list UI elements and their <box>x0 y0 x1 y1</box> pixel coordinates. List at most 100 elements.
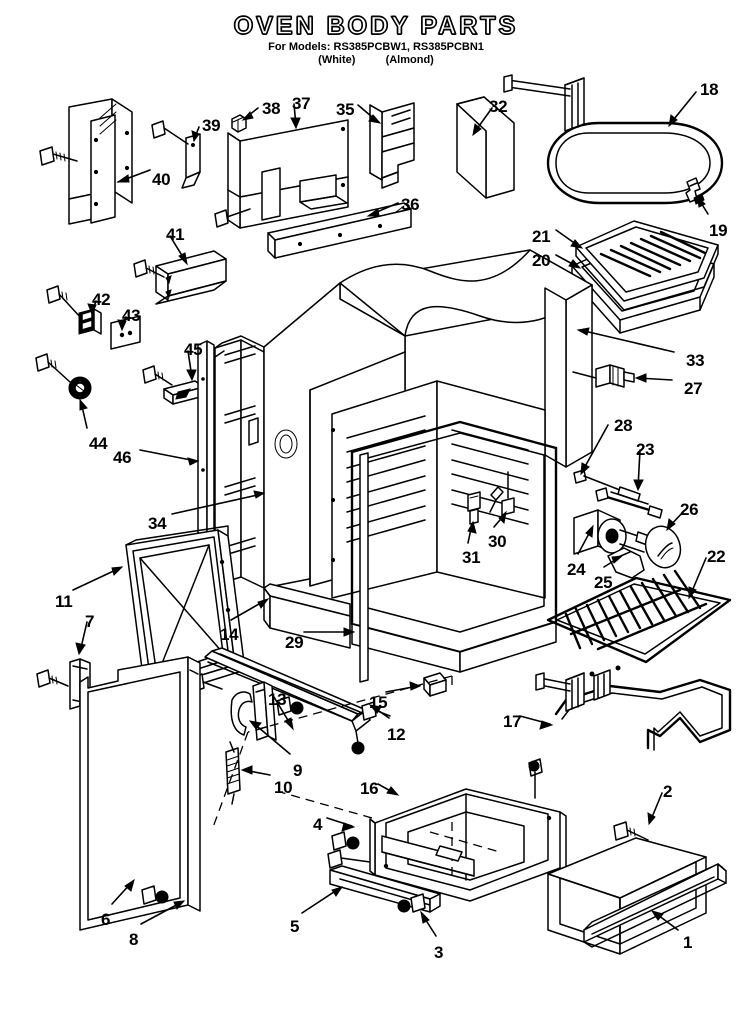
part-25-latch-cam-lever <box>608 548 644 578</box>
callout-21: 21 <box>532 227 551 246</box>
callout-29: 29 <box>285 633 304 652</box>
model-number-2: RS385PCBN1 <box>412 40 484 53</box>
callout-20: 20 <box>532 251 551 270</box>
part-29-oven-front-frame <box>347 422 556 682</box>
part-34-side-trim-panel <box>215 336 264 588</box>
part-40-screw <box>40 147 77 165</box>
part-41-screw <box>134 260 164 277</box>
callout-41: 41 <box>166 225 185 244</box>
part-30-rack-stop-screw <box>490 472 514 515</box>
part-24-door-latch-motor <box>574 510 658 556</box>
leader-lines <box>73 92 708 936</box>
part-16-storage-drawer-body <box>370 789 566 901</box>
models-label: For Models: <box>268 40 331 53</box>
part-17-bake-element <box>536 666 730 750</box>
part-31-oven-cavity-spacer <box>468 492 480 524</box>
part-23-latch-rod <box>596 488 662 518</box>
callout-38: 38 <box>262 99 281 118</box>
part-4-drawer-glide-screw <box>328 832 370 868</box>
part-16-screw-top <box>529 759 542 798</box>
callout-8: 8 <box>129 930 139 949</box>
page-title: OVEN BODY PARTS <box>233 12 519 40</box>
part-22-oven-rack <box>548 571 730 662</box>
part-45-hinge-receiver-clip <box>164 381 204 404</box>
title-block: OVEN BODY PARTS For Models: RS385PCBW1, … <box>0 12 752 67</box>
part-3-drawer-screw <box>398 894 425 912</box>
callout-31: 31 <box>462 548 481 567</box>
part-9-door-catch-strike <box>231 692 252 735</box>
part-21-broiler-grid-insert <box>576 221 718 310</box>
callout-22: 22 <box>707 547 726 566</box>
callout-3: 3 <box>434 943 444 962</box>
callout-11: 11 <box>55 592 73 611</box>
part-7-screw <box>37 670 68 687</box>
callout-4: 4 <box>313 815 323 834</box>
callout-24: 24 <box>567 560 586 579</box>
part-6-oven-door-outer-panel <box>80 657 200 930</box>
part-44-strain-relief-bushing <box>69 377 91 399</box>
part-2-screw <box>614 822 648 840</box>
callout-26: 26 <box>680 500 699 519</box>
callout-19: 19 <box>709 221 728 240</box>
part-43-terminal-cover-plate <box>111 316 140 349</box>
callout-5: 5 <box>290 917 300 936</box>
part-18-broil-element <box>504 75 722 203</box>
callout-39: 39 <box>202 116 221 135</box>
callout-13: 13 <box>268 690 287 709</box>
callout-30: 30 <box>488 532 507 551</box>
models-line: For Models: RS385PCBW1, RS385PCBN1 <box>0 41 752 54</box>
part-37-rear-panel-box <box>228 120 348 228</box>
part-41-vent-deflector <box>156 251 226 304</box>
part-42-terminal-block <box>79 309 101 334</box>
part-13-screw <box>277 697 303 715</box>
part-39-screw <box>152 121 188 144</box>
callout-43: 43 <box>122 306 141 325</box>
callout-25: 25 <box>594 573 613 592</box>
finish-1: (White) <box>318 54 356 67</box>
callout-23: 23 <box>636 440 655 459</box>
callout-45: 45 <box>184 340 203 359</box>
callout-18: 18 <box>700 80 719 99</box>
part-44-screw <box>36 354 70 382</box>
callout-34: 34 <box>148 514 167 533</box>
callout-16: 16 <box>360 779 379 798</box>
part-1-drawer-front-handle <box>584 864 726 947</box>
part-10-door-spring <box>226 742 240 804</box>
part-38-rear-panel-nut <box>232 115 246 132</box>
part-26-latch-knob <box>640 522 685 572</box>
callout-33: 33 <box>686 351 705 370</box>
part-37-screw <box>215 209 250 227</box>
callout-15: 15 <box>369 693 388 712</box>
part-39-mounting-tab-bracket <box>182 134 200 188</box>
callout-35: 35 <box>336 100 355 119</box>
part-45-screw <box>143 366 172 385</box>
part-14-oven-bottom-panel <box>264 584 350 648</box>
callout-28: 28 <box>614 416 633 435</box>
callout-1: 1 <box>683 933 693 952</box>
part-27-oven-light-socket <box>573 365 634 387</box>
callout-7: 7 <box>85 612 95 631</box>
callout-37: 37 <box>292 94 311 113</box>
part-8-door-bottom-screw <box>142 886 168 904</box>
callout-42: 42 <box>92 290 111 309</box>
callout-32: 32 <box>489 97 508 116</box>
callout-44: 44 <box>89 434 108 453</box>
callout-14: 14 <box>220 625 239 644</box>
callout-2: 2 <box>663 782 673 801</box>
callout-27: 27 <box>684 379 703 398</box>
callout-46: 46 <box>113 448 132 467</box>
callout-36: 36 <box>401 195 420 214</box>
part-12-door-handle <box>170 648 370 754</box>
finish-line: (White) (Almond) <box>0 54 752 67</box>
part-35-vent-duct-trim <box>370 103 414 188</box>
part-42-screw <box>47 286 81 318</box>
callout-40: 40 <box>152 170 171 189</box>
part-40-left-side-bracket <box>69 99 132 224</box>
part-15-leveling-foot <box>424 673 446 696</box>
callout-10: 10 <box>274 778 293 797</box>
callout-17: 17 <box>503 712 522 731</box>
model-number-1: RS385PCBW1, <box>333 40 410 53</box>
callout-12: 12 <box>387 725 406 744</box>
